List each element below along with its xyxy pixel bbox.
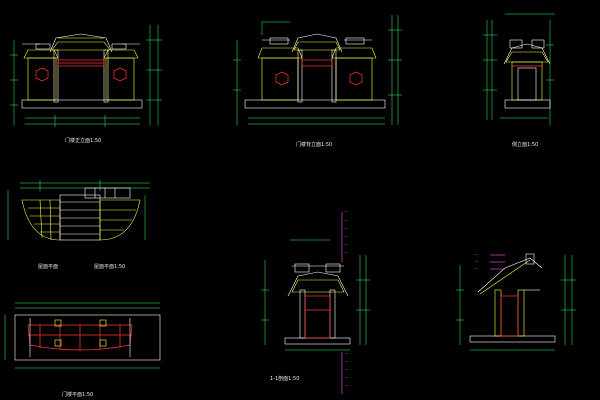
svg-text:···: ··· [345, 376, 348, 380]
roof-plan[interactable]: 屋面平面 屋面平面1:50 [7, 180, 150, 270]
front-elevation[interactable]: 门楼正立面1:50 [10, 25, 162, 144]
svg-text:···: ··· [345, 235, 348, 239]
caption: 侧立面1:50 [512, 141, 538, 148]
side-section[interactable]: ··· ··· ··· [456, 253, 576, 351]
svg-text:···: ··· [345, 227, 348, 231]
caption: 1-1剖面1:50 [270, 375, 299, 382]
svg-text:···: ··· [475, 267, 478, 271]
svg-text:···: ··· [475, 253, 478, 257]
svg-text:···: ··· [345, 251, 348, 255]
svg-text:···: ··· [475, 260, 478, 264]
caption: 屋面平面 [38, 264, 58, 270]
section-1-1[interactable]: ··· ··· ··· ··· ··· ··· ··· ··· ··· ··· … [261, 210, 370, 394]
floor-plan[interactable]: 门楼平面1:50 [4, 302, 161, 398]
svg-text:···: ··· [345, 384, 348, 388]
svg-text:···: ··· [345, 360, 348, 364]
svg-text:···: ··· [345, 210, 348, 214]
caption: 屋面平面1:50 [94, 264, 125, 270]
svg-text:···: ··· [345, 352, 348, 356]
caption: 门楼背立面1:50 [296, 141, 332, 148]
caption: 门楼平面1:50 [62, 391, 93, 398]
caption: 门楼正立面1:50 [65, 137, 101, 144]
svg-text:···: ··· [345, 368, 348, 372]
svg-text:···: ··· [345, 219, 348, 223]
svg-text:···: ··· [345, 243, 348, 247]
rear-elevation[interactable]: 门楼背立面1:50 [233, 15, 402, 148]
side-elevation[interactable]: 侧立面1:50 [483, 13, 555, 148]
